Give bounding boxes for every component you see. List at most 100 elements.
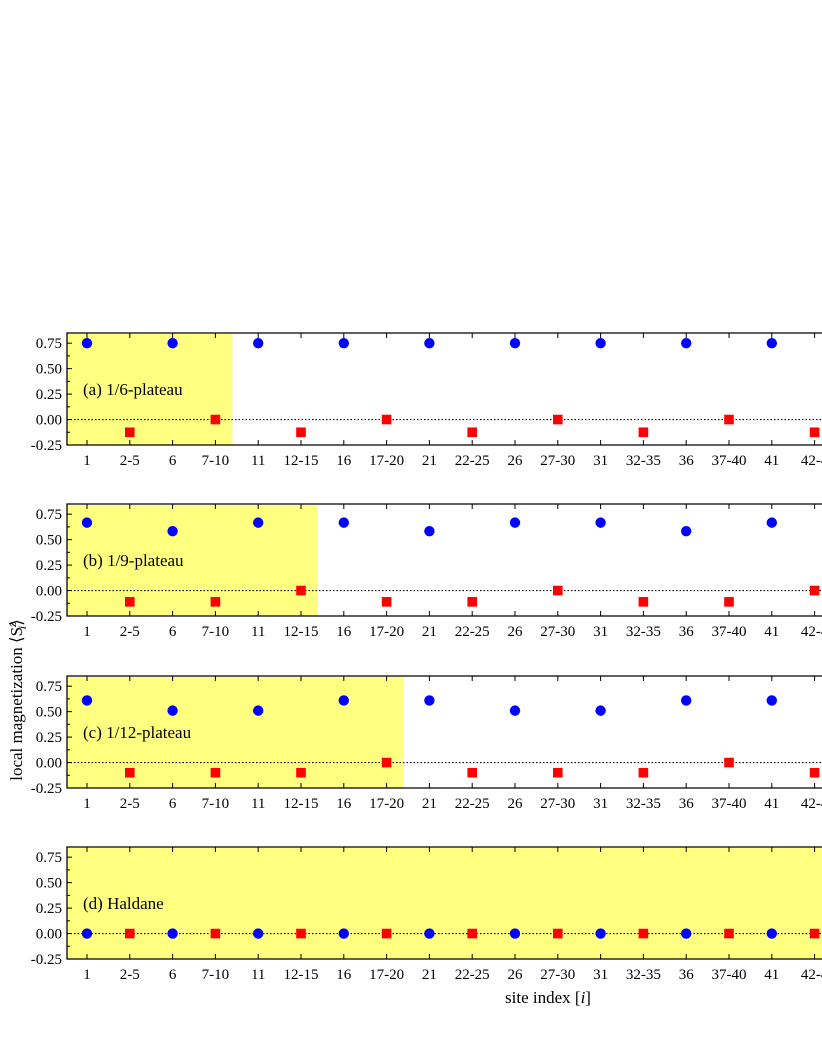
y-tick-label: 0.00 (36, 584, 62, 600)
data-point-circle (681, 525, 692, 537)
y-tick-label: -0.25 (31, 952, 62, 968)
data-point-square (638, 427, 649, 438)
x-tick-label: 1 (83, 453, 91, 469)
x-tick-label: 27-30 (540, 453, 575, 469)
data-point-square (809, 767, 820, 778)
data-point-circle (81, 695, 93, 706)
data-point-circle (167, 928, 178, 939)
x-tick-label: 11 (251, 453, 265, 469)
x-tick-label: 21 (422, 453, 437, 469)
x-tick-label: 17-20 (369, 453, 404, 469)
x-tick-label: 41 (764, 453, 779, 469)
data-point-circle (167, 337, 178, 349)
data-point-circle (424, 695, 435, 706)
panel-label: (c) 1/12-plateau (83, 723, 192, 742)
y-tick-label: 0.00 (36, 756, 62, 772)
axes-frame (66, 332, 822, 446)
data-point-circle (595, 517, 606, 528)
y-tick-label: -0.25 (31, 438, 62, 454)
y-tick-label: 0.50 (36, 362, 62, 378)
data-point-circle (81, 928, 93, 939)
panel-label: (b) 1/9-plateau (83, 551, 184, 570)
y-tick-label: 0.00 (36, 927, 62, 943)
x-tick-label: 12-15 (284, 453, 319, 469)
data-point-square (467, 767, 477, 778)
x-tick-label: 37-40 (712, 967, 747, 983)
panel-label: (a) 1/6-plateau (83, 380, 183, 399)
data-point-circle (167, 525, 178, 537)
x-tick-label: 17-20 (369, 796, 404, 812)
y-tick-label: 0.25 (36, 901, 62, 917)
data-point-circle (424, 337, 435, 349)
data-point-square (724, 414, 734, 425)
data-point-square (638, 767, 649, 778)
x-tick-label: 2-5 (120, 453, 140, 469)
data-point-circle (681, 928, 692, 939)
x-tick-label: 31 (593, 796, 608, 812)
y-tick-label: 0.75 (36, 850, 62, 866)
x-tick-label: 36 (679, 453, 695, 469)
data-point-circle (338, 517, 349, 528)
x-tick-label: 1 (83, 624, 91, 640)
x-tick-label: 37-40 (712, 453, 747, 469)
y-tick-label: 0.25 (36, 558, 62, 574)
x-tick-label: 32-35 (626, 453, 661, 469)
data-point-square (296, 585, 306, 596)
data-point-circle (424, 928, 435, 939)
x-tick-label: 31 (593, 967, 608, 983)
x-tick-label: 11 (251, 796, 265, 812)
data-point-square (210, 767, 221, 778)
y-axis-label: local magnetization ⟨Szi⟩ (5, 619, 29, 781)
data-point-square (210, 414, 221, 425)
data-point-square (296, 928, 306, 939)
x-tick-label: 21 (422, 967, 437, 983)
data-point-circle (766, 695, 777, 706)
highlight-region (68, 334, 233, 445)
data-point-circle (509, 337, 521, 349)
data-point-square (553, 767, 563, 778)
panel-label: (d) Haldane (83, 894, 164, 913)
y-tick-label: 0.25 (36, 730, 62, 746)
data-point-square (553, 585, 563, 596)
y-tick-label: 0.50 (36, 876, 62, 892)
x-tick-label: 27-30 (540, 967, 575, 983)
x-tick-label: 7-10 (202, 624, 230, 640)
y-tick-label: 0.50 (36, 705, 62, 721)
x-tick-label: 16 (336, 796, 352, 812)
x-tick-label: 12-15 (284, 967, 319, 983)
x-tick-label: 26 (508, 624, 524, 640)
x-tick-label: 11 (251, 624, 265, 640)
x-tick-label: 22-25 (455, 624, 490, 640)
data-point-circle (253, 517, 264, 528)
x-tick-label: 32-35 (626, 796, 661, 812)
data-point-square (381, 928, 392, 939)
data-point-square (296, 767, 306, 778)
y-tick-label: 0.25 (36, 387, 62, 403)
x-tick-label: 41 (764, 624, 779, 640)
data-point-square (125, 597, 135, 607)
x-tick-label: 41 (764, 967, 779, 983)
x-tick-label: 26 (508, 796, 524, 812)
x-tick-label: 11 (251, 967, 265, 983)
x-tick-label: 42-4 (801, 796, 822, 812)
data-point-square (638, 928, 649, 939)
data-point-square (467, 597, 477, 607)
x-tick-label: 31 (593, 453, 608, 469)
y-tick-label: 0.00 (36, 413, 62, 429)
data-point-circle (253, 337, 264, 349)
data-point-square (553, 414, 563, 425)
x-tick-label: 27-30 (540, 796, 575, 812)
data-point-square (553, 928, 563, 939)
x-tick-label: 6 (169, 624, 177, 640)
data-point-square (467, 928, 477, 939)
x-tick-label: 36 (679, 624, 695, 640)
x-tick-label: 17-20 (369, 624, 404, 640)
data-point-circle (253, 705, 264, 716)
data-point-circle (766, 337, 777, 349)
x-tick-label: 22-25 (455, 453, 490, 469)
highlight-region (68, 677, 404, 788)
data-point-square (809, 427, 820, 438)
axes-frame (66, 846, 822, 960)
data-point-circle (509, 928, 521, 939)
